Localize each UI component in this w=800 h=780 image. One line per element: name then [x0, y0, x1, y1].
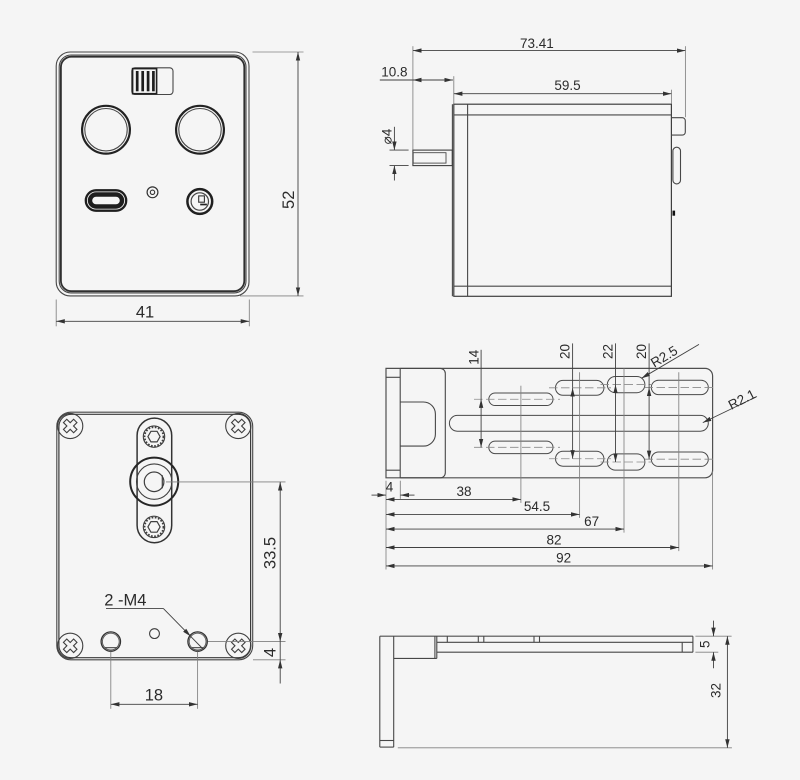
svg-text:22: 22 [601, 344, 616, 359]
svg-text:⌀4: ⌀4 [380, 128, 395, 144]
svg-text:82: 82 [546, 532, 561, 547]
svg-text:4: 4 [261, 648, 279, 657]
svg-text:52: 52 [280, 191, 298, 209]
svg-text:59.5: 59.5 [554, 78, 580, 93]
svg-text:2 -M4: 2 -M4 [104, 591, 146, 609]
svg-text:20: 20 [634, 344, 649, 359]
svg-text:67: 67 [584, 514, 599, 529]
svg-text:92: 92 [556, 551, 571, 566]
svg-text:41: 41 [136, 304, 154, 322]
svg-text:38: 38 [456, 484, 471, 499]
svg-text:32: 32 [709, 683, 724, 698]
svg-text:18: 18 [145, 686, 163, 704]
svg-text:54.5: 54.5 [524, 499, 550, 514]
svg-text:33.5: 33.5 [262, 537, 280, 569]
svg-text:73.41: 73.41 [520, 36, 554, 51]
svg-text:20: 20 [558, 344, 573, 359]
svg-text:4: 4 [386, 480, 394, 495]
svg-text:14: 14 [466, 349, 481, 365]
svg-text:5: 5 [697, 640, 712, 648]
svg-text:10.8: 10.8 [381, 64, 407, 79]
